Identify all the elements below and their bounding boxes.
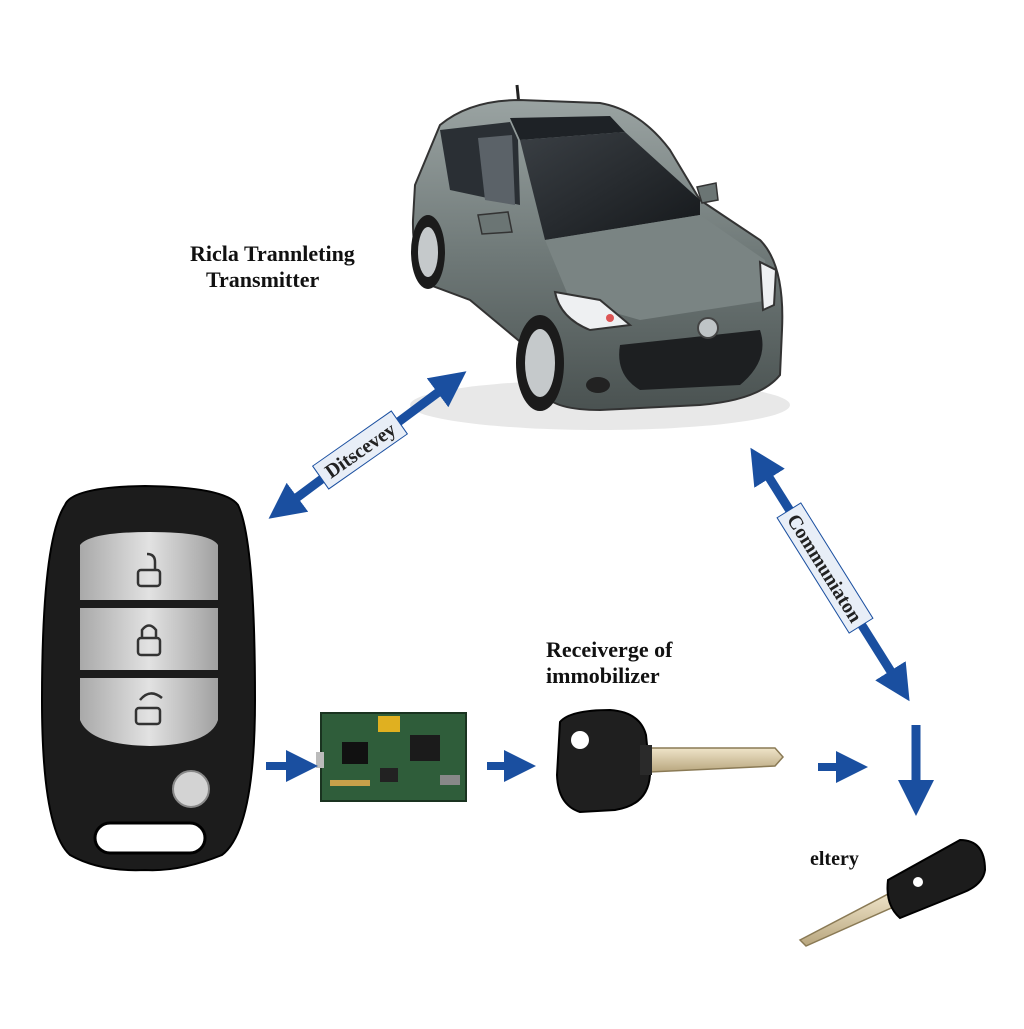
small-key-icon [798, 838, 987, 947]
eltery-label: eltery [810, 848, 859, 870]
receiver-label-line1: Receiverge of [546, 637, 673, 662]
trunk-icon [134, 692, 163, 726]
discovery-arrow-label: Ditscevey [321, 419, 400, 484]
transmitter-label: Ricla Trannleting Transmitter [190, 241, 355, 293]
receiver-label-line2: immobilizer [546, 663, 660, 688]
transponder-key-icon [555, 708, 785, 814]
discovery-arrow: Ditscevey [268, 371, 467, 519]
communication-arrow: Communiaton [750, 447, 910, 702]
key-fob-icon [40, 484, 257, 872]
lock-icon [136, 624, 162, 657]
receiver-label: Receiverge of immobilizer [546, 637, 672, 689]
unlock-icon [136, 552, 162, 588]
communication-arrow-label: Communiaton [782, 510, 866, 626]
transmitter-label-line2: Transmitter [206, 267, 320, 292]
circuit-board-icon [316, 712, 467, 802]
car-icon [410, 84, 790, 430]
transmitter-label-line1: Ricla Trannleting [190, 241, 355, 266]
